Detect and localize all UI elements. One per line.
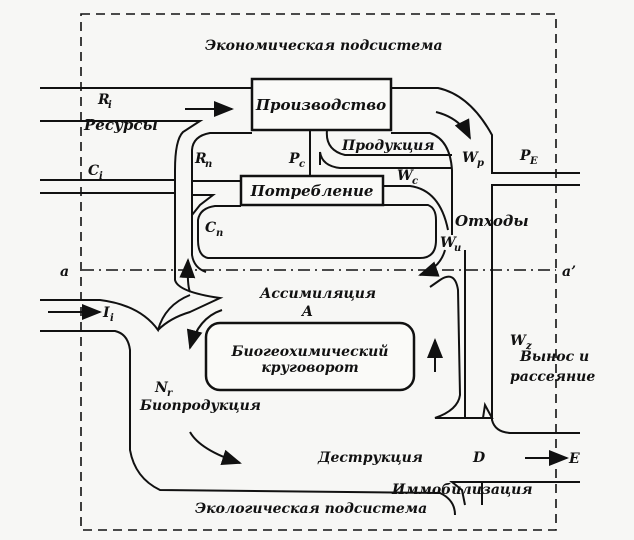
symbol-rn-sub: n [205, 159, 212, 170]
ci-channel-top [40, 179, 241, 182]
symbol-cn: C [205, 220, 216, 236]
symbol-ii-sub: i [110, 313, 114, 324]
symbol-wp-sub: p [477, 158, 484, 169]
production-right-waste [391, 132, 453, 235]
resource-channel-bottom [40, 120, 224, 331]
symbol-wp: W [462, 150, 479, 166]
symbol-cn-sub: n [216, 228, 223, 239]
wc-line [383, 185, 449, 231]
symbol-ri: R [97, 92, 110, 108]
symbol-pe: P [519, 148, 531, 164]
symbol-ri-sub: i [108, 100, 112, 111]
symbol-e: E [568, 451, 580, 467]
symbol-nr: N [154, 380, 169, 396]
symbol-nr-sub: r [167, 388, 173, 399]
export-label-2: рассеяние [510, 369, 595, 385]
assimilation-arrow [186, 309, 223, 350]
biogeochemical-cycle-box [204, 321, 416, 392]
waste-label: Отходы [455, 212, 529, 230]
consumption-box [239, 174, 385, 207]
destruction-label: Деструкция [317, 450, 423, 466]
symbol-wz-sub: z [525, 341, 532, 352]
ecological-subsystem-label: Экологическая подсистема [195, 501, 427, 517]
immobilization-channel [449, 481, 580, 506]
symbol-a-right: a’ [562, 264, 576, 280]
symbol-rn: R [194, 151, 207, 167]
cn-loop [197, 204, 437, 259]
immobilization-label: Иммобилизация [391, 482, 532, 498]
production-box [250, 77, 393, 132]
wu-arrow [418, 249, 446, 277]
consumption-label: Потребление [250, 182, 374, 200]
symbol-wu: W [440, 235, 457, 251]
biogeochemical-label-2: круговорот [261, 360, 358, 376]
biogeochemical-label-1: Биогеохимический [231, 343, 389, 360]
symbol-pc-sub: c [299, 159, 305, 170]
production-out-arrow [435, 111, 471, 140]
bioproduction-arrow [189, 431, 242, 466]
symbol-wc-sub: c [412, 176, 418, 187]
symbol-wc: W [397, 168, 414, 184]
symbol-pe-sub: E [529, 156, 538, 167]
symbol-ii: I [102, 305, 110, 321]
symbol-a-assimilation: A [300, 304, 313, 320]
resources-label: Ресурсы [83, 116, 158, 134]
production-label: Производство [255, 96, 386, 114]
ii-channel-bottom [40, 330, 456, 516]
symbol-d: D [472, 450, 486, 466]
symbol-pc: P [288, 151, 300, 167]
bioproduction-label: Биопродукция [139, 398, 261, 414]
destruction-upper [429, 275, 494, 419]
products-upper [325, 129, 452, 156]
economic-subsystem-label: Экономическая подсистема [205, 38, 443, 54]
ii-channel-top [40, 294, 191, 333]
assimilation-label: Ассимиляция [259, 286, 376, 302]
production-outer-channel [391, 87, 580, 174]
export-label-1: Вынос и [519, 349, 589, 365]
symbol-ci-sub: i [99, 171, 103, 182]
symbol-ci: C [88, 163, 99, 179]
rn-channel [191, 132, 252, 273]
rn-up-arrow [179, 258, 196, 293]
symbol-wu-sub: u [454, 243, 461, 254]
products-line [319, 151, 452, 169]
symbol-a-left: a [60, 264, 69, 280]
symbol-wz: W [510, 333, 527, 349]
ci-channel-bottom [40, 192, 216, 216]
pe-channel-bottom [491, 184, 580, 434]
products-label: Продукция [341, 138, 435, 154]
